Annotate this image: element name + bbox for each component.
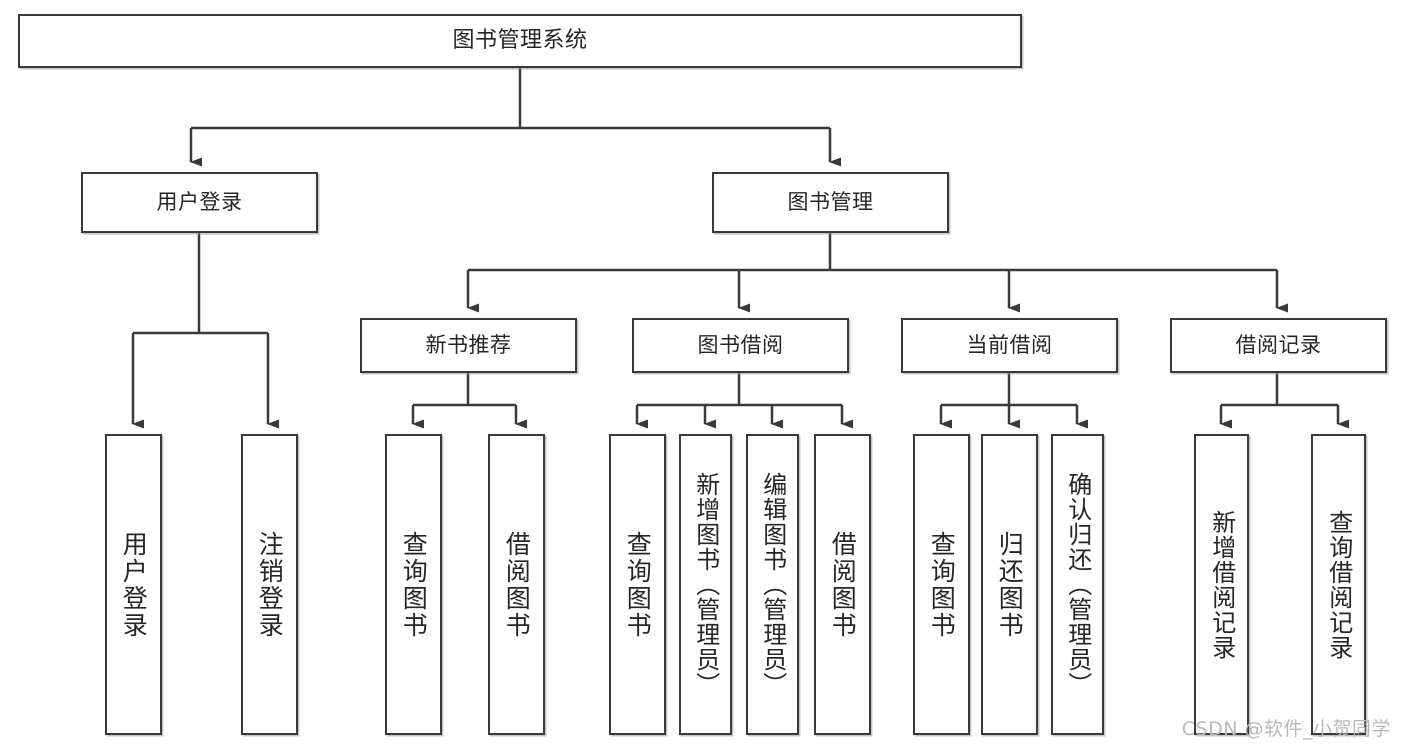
- node-user-login[interactable]: 用户登录: [81, 172, 318, 233]
- node-leaf-confirm-return[interactable]: 确认归还（管理员）: [1051, 434, 1104, 735]
- node-leaf-add-record[interactable]: 新增借阅记录: [1194, 434, 1249, 735]
- node-current-borrow[interactable]: 当前借阅: [901, 318, 1118, 373]
- node-leaf-logout-label: 注销登录: [255, 530, 285, 639]
- node-leaf-query-book-3-label: 查询图书: [927, 530, 957, 639]
- node-leaf-edit-book[interactable]: 编辑图书（管理员）: [746, 434, 799, 735]
- node-leaf-return-book[interactable]: 归还图书: [981, 434, 1038, 735]
- node-leaf-user-login[interactable]: 用户登录: [105, 434, 162, 735]
- node-leaf-query-record-label: 查询借阅记录: [1324, 509, 1353, 660]
- node-book-borrow-label: 图书借阅: [697, 333, 784, 358]
- node-root[interactable]: 图书管理系统: [18, 14, 1022, 68]
- node-user-login-label: 用户登录: [156, 190, 243, 215]
- node-new-book-rec[interactable]: 新书推荐: [360, 318, 577, 373]
- node-borrow-record[interactable]: 借阅记录: [1170, 318, 1387, 373]
- node-leaf-edit-book-label: 编辑图书（管理员）: [758, 472, 787, 697]
- node-leaf-borrow-book-1-label: 借阅图书: [502, 530, 532, 639]
- node-leaf-borrow-book-1[interactable]: 借阅图书: [488, 434, 545, 735]
- node-leaf-add-record-label: 新增借阅记录: [1207, 509, 1236, 660]
- node-leaf-logout[interactable]: 注销登录: [241, 434, 298, 735]
- node-leaf-add-book[interactable]: 新增图书（管理员）: [679, 434, 732, 735]
- node-leaf-add-book-label: 新增图书（管理员）: [691, 472, 720, 697]
- node-borrow-record-label: 借阅记录: [1235, 333, 1322, 358]
- node-leaf-query-book-1-label: 查询图书: [399, 530, 429, 639]
- node-book-borrow[interactable]: 图书借阅: [632, 318, 849, 373]
- node-root-label: 图书管理系统: [452, 28, 588, 54]
- node-leaf-query-book-2-label: 查询图书: [623, 530, 653, 639]
- node-current-borrow-label: 当前借阅: [966, 333, 1053, 358]
- node-book-manage-label: 图书管理: [787, 190, 874, 215]
- watermark-text: CSDN @软件_小贺同学: [1181, 718, 1391, 740]
- node-new-book-rec-label: 新书推荐: [425, 333, 512, 358]
- node-leaf-return-book-label: 归还图书: [995, 530, 1025, 639]
- node-leaf-user-login-label: 用户登录: [119, 530, 149, 639]
- node-leaf-query-book-3[interactable]: 查询图书: [913, 434, 970, 735]
- node-leaf-borrow-book-2-label: 借阅图书: [828, 530, 858, 639]
- node-book-manage[interactable]: 图书管理: [712, 172, 949, 233]
- node-leaf-confirm-return-label: 确认归还（管理员）: [1063, 472, 1092, 697]
- node-leaf-borrow-book-2[interactable]: 借阅图书: [814, 434, 871, 735]
- node-leaf-query-record[interactable]: 查询借阅记录: [1311, 434, 1366, 735]
- node-leaf-query-book-2[interactable]: 查询图书: [609, 434, 666, 735]
- node-leaf-query-book-1[interactable]: 查询图书: [385, 434, 442, 735]
